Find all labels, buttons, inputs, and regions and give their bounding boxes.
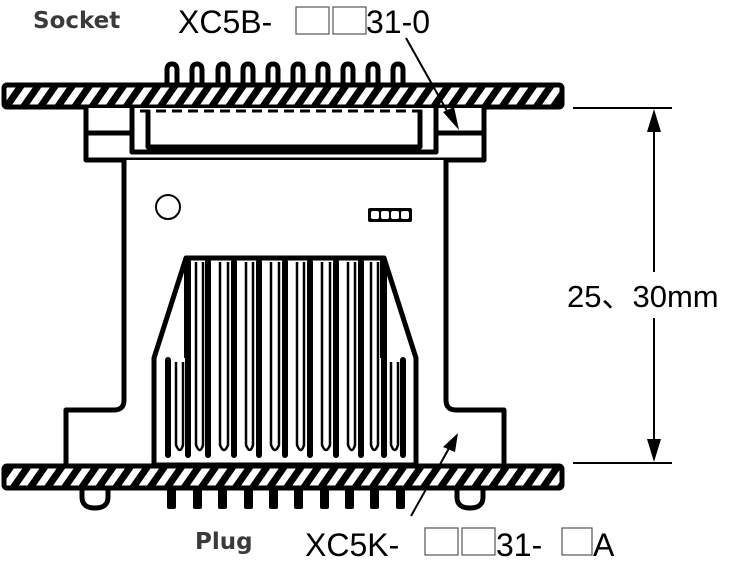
socket-leader-arrow [405,37,459,130]
socket-top-pins [164,61,406,88]
bottom-pcb [1,463,565,491]
placeholder-box [295,6,330,35]
placeholder-box [424,527,459,556]
placeholder-box [461,527,496,556]
plug-part-mid: 31- [496,527,542,563]
plug-mounting-loops [79,488,486,511]
alignment-hole-icon [155,194,181,220]
arrow-up-icon [647,109,661,132]
socket-part-number: XC5B- 31-0 [178,4,430,40]
plug-part-prefix: XC5K- [305,527,399,563]
socket-part-suffix: 31-0 [366,4,430,40]
socket-label: Socket [33,8,120,34]
plug-part-number: XC5K- 31- A [305,527,615,563]
dimension-label: 25、30mm [567,279,719,314]
plug-part-suffix: A [593,527,615,563]
plug-contact-comb [151,255,419,468]
plug-bottom-pins [167,488,405,509]
plug-leader-arrow [410,433,458,517]
indicator-cells-icon [368,208,412,222]
top-pcb [1,82,565,110]
placeholder-box [561,527,593,556]
height-dimension: 25、30mm [567,107,719,464]
arrow-down-icon [647,439,661,462]
placeholder-box [332,6,367,35]
plug-label: Plug [195,529,253,555]
socket-housing [83,108,487,163]
socket-part-prefix: XC5B- [178,4,272,40]
